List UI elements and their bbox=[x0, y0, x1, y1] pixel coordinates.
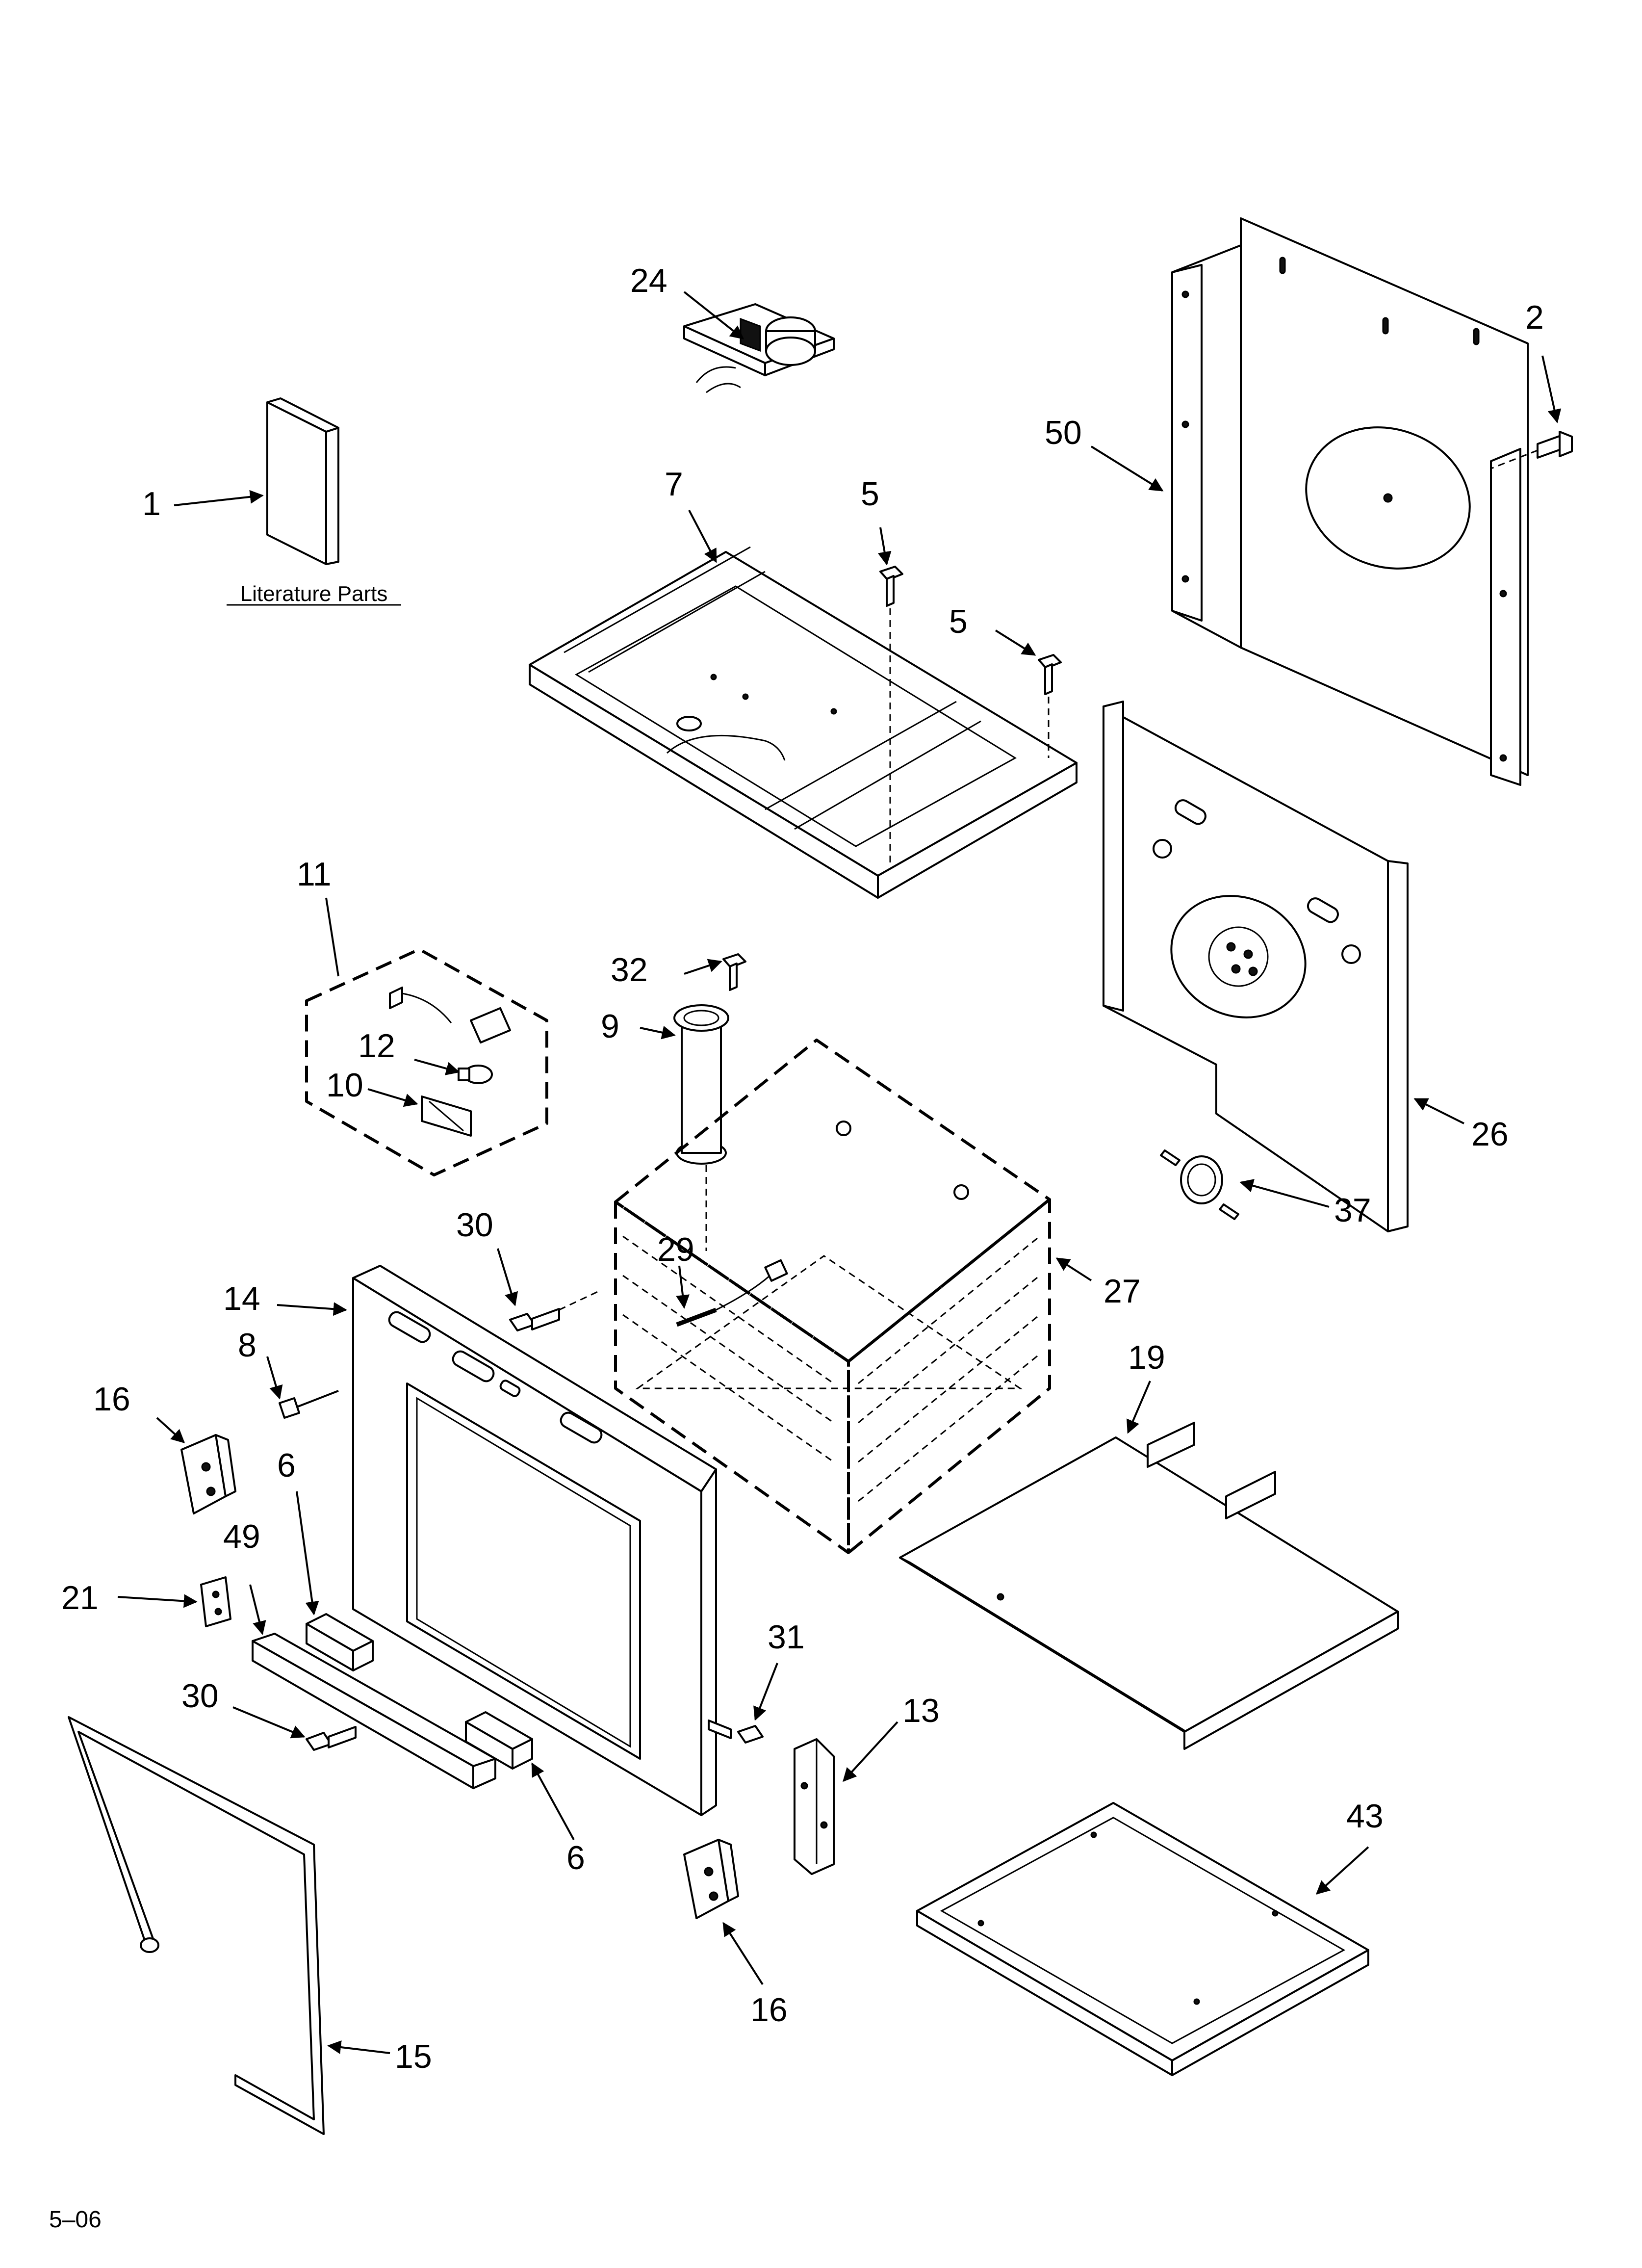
screw-2 bbox=[1490, 431, 1573, 469]
spacer-block-6a bbox=[306, 1613, 374, 1671]
callout-24: 24 bbox=[630, 262, 667, 299]
oven-bottom-panel bbox=[899, 1422, 1399, 1750]
screw-5a bbox=[879, 566, 903, 863]
literature-booklet bbox=[266, 397, 339, 565]
callout-13: 13 bbox=[902, 1692, 940, 1729]
callout-32: 32 bbox=[611, 951, 648, 989]
bottom-trim-49 bbox=[252, 1633, 496, 1789]
callout-19: 19 bbox=[1128, 1339, 1165, 1376]
callout-30a: 30 bbox=[456, 1206, 493, 1244]
callout-12: 12 bbox=[358, 1027, 395, 1065]
temperature-sensor bbox=[676, 1259, 788, 1327]
oven-cavity bbox=[614, 1039, 1051, 1554]
callout-31: 31 bbox=[768, 1618, 805, 1656]
callout-15: 15 bbox=[395, 2038, 432, 2075]
vent-tube bbox=[673, 1004, 729, 1251]
light-bulb bbox=[458, 1065, 493, 1084]
screw-32 bbox=[722, 953, 746, 991]
pin-8 bbox=[279, 1390, 339, 1419]
front-frame bbox=[352, 1265, 717, 1816]
callout-7: 7 bbox=[665, 466, 683, 503]
leader-lines bbox=[117, 291, 1562, 2054]
callout-16a: 16 bbox=[93, 1381, 130, 1418]
light-assembly-group bbox=[305, 948, 548, 1176]
callout-27: 27 bbox=[1103, 1273, 1141, 1310]
rear-inner-panel bbox=[1103, 701, 1409, 1232]
hinge-bracket-16b bbox=[683, 1839, 739, 1919]
rear-panel bbox=[1171, 217, 1529, 786]
callout-26: 26 bbox=[1471, 1116, 1509, 1153]
small-bracket-21 bbox=[200, 1576, 231, 1627]
callout-10: 10 bbox=[326, 1067, 363, 1104]
callout-14: 14 bbox=[223, 1280, 260, 1317]
spacer-block-6b bbox=[465, 1711, 533, 1770]
callout-6a: 6 bbox=[277, 1447, 296, 1484]
callout-49: 49 bbox=[223, 1518, 260, 1555]
light-lens bbox=[421, 1095, 472, 1137]
callout-2: 2 bbox=[1525, 299, 1544, 336]
callout-43: 43 bbox=[1346, 1798, 1384, 1835]
callout-5a: 5 bbox=[861, 475, 879, 513]
callout-21: 21 bbox=[61, 1579, 99, 1616]
callout-37: 37 bbox=[1334, 1192, 1371, 1229]
callout-6b: 6 bbox=[566, 1839, 585, 1877]
callout-5b: 5 bbox=[949, 603, 968, 640]
timer-switch-assembly bbox=[683, 303, 835, 393]
callout-50: 50 bbox=[1045, 414, 1082, 451]
screw-5b bbox=[1038, 654, 1062, 758]
door-gasket bbox=[68, 1716, 325, 2135]
top-frame bbox=[529, 546, 1078, 899]
bottom-tray bbox=[916, 1802, 1369, 2076]
callout-9: 9 bbox=[601, 1008, 619, 1045]
callout-1: 1 bbox=[142, 485, 161, 522]
callout-8: 8 bbox=[238, 1327, 257, 1364]
screw-30a bbox=[509, 1289, 601, 1331]
hinge-bracket-16a bbox=[180, 1434, 236, 1514]
footer-code: 5–06 bbox=[49, 2207, 102, 2233]
callout-29: 29 bbox=[657, 1231, 694, 1268]
screw-30b bbox=[306, 1726, 357, 1751]
callout-16b: 16 bbox=[750, 1991, 788, 2029]
screw-31 bbox=[708, 1720, 764, 1744]
literature-parts-caption: Literature Parts bbox=[240, 582, 388, 606]
callout-30b: 30 bbox=[181, 1677, 219, 1715]
bracket-13 bbox=[794, 1738, 835, 1875]
callout-11: 11 bbox=[297, 856, 332, 893]
thermostat-disc bbox=[1160, 1149, 1239, 1220]
